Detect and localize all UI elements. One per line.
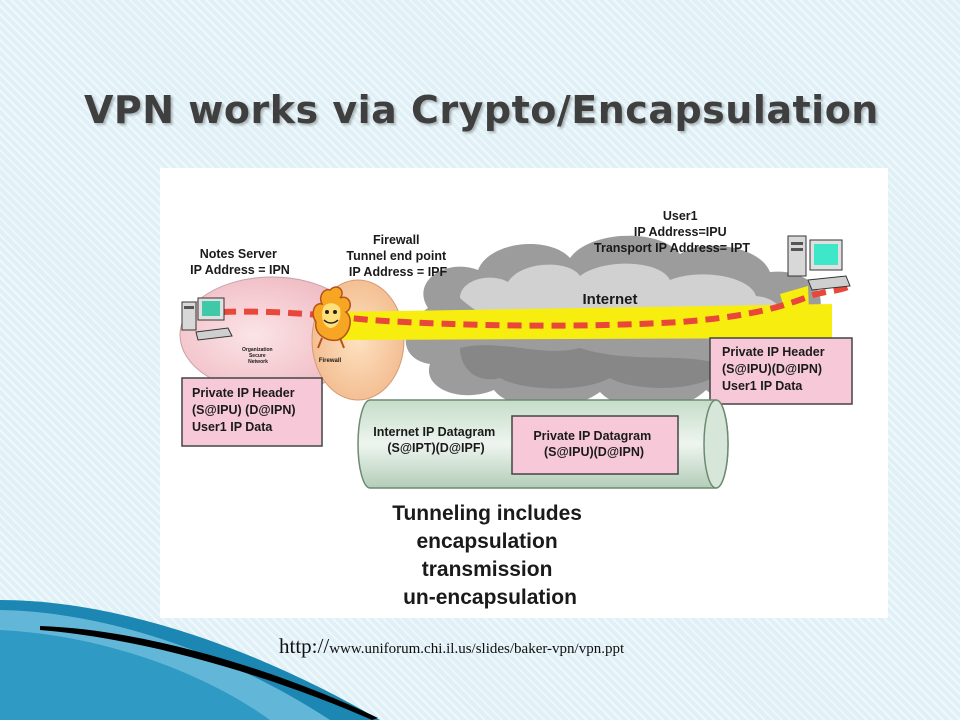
slide-title: VPN works via Crypto/Encapsulation xyxy=(84,88,879,132)
firewall-label: Firewall Tunnel end point IP Address = I… xyxy=(346,233,449,279)
firewall-mascot-icon: Firewall xyxy=(312,286,351,364)
svg-text:Private IP Header (S@I: Private IP Header (S@IPU)(D@IPN) User1 I… xyxy=(722,345,828,393)
vpn-diagram: Organization Secure Network Internet xyxy=(160,168,888,618)
internet-datagram-label: Internet IP Datagram (S@IPT)(D@IPF) xyxy=(373,425,499,455)
notes-server-label: Notes Server IP Address = IPN xyxy=(190,247,290,277)
source-url[interactable]: http://www.uniforum.chi.il.us/slides/bak… xyxy=(279,634,624,659)
tunneling-caption: Tunneling includes encapsulation transmi… xyxy=(392,502,588,609)
user1-label: User1 IP Address=IPU Transport IP Addres… xyxy=(594,209,750,255)
computer-icon xyxy=(787,235,851,291)
org-network-label: Organization Secure Network xyxy=(242,347,274,365)
source-url-body: www.uniforum.chi.il.us/slides/baker-vpn/… xyxy=(329,641,625,657)
svg-text:Private IP Datagram (S: Private IP Datagram (S@IPU)(D@IPN) xyxy=(533,429,654,459)
svg-text:Private IP Header (S@I: Private IP Header (S@IPU) (D@IPN) User1 … xyxy=(192,386,299,434)
source-url-prefix: http:// xyxy=(279,634,330,658)
firewall-mascot-label: Firewall xyxy=(319,358,342,364)
tunnel-path xyxy=(221,283,852,329)
tunnel-band xyxy=(336,304,832,340)
internet-label: Internet xyxy=(582,291,637,308)
private-header-box-left: Private IP Header (S@IPU) (D@IPN) User1 … xyxy=(181,377,323,447)
private-header-box-right: Private IP Header (S@IPU)(D@IPN) User1 I… xyxy=(709,337,853,405)
private-datagram-box: Private IP Datagram (S@IPU)(D@IPN) xyxy=(511,415,679,475)
computer-icon xyxy=(181,297,233,341)
